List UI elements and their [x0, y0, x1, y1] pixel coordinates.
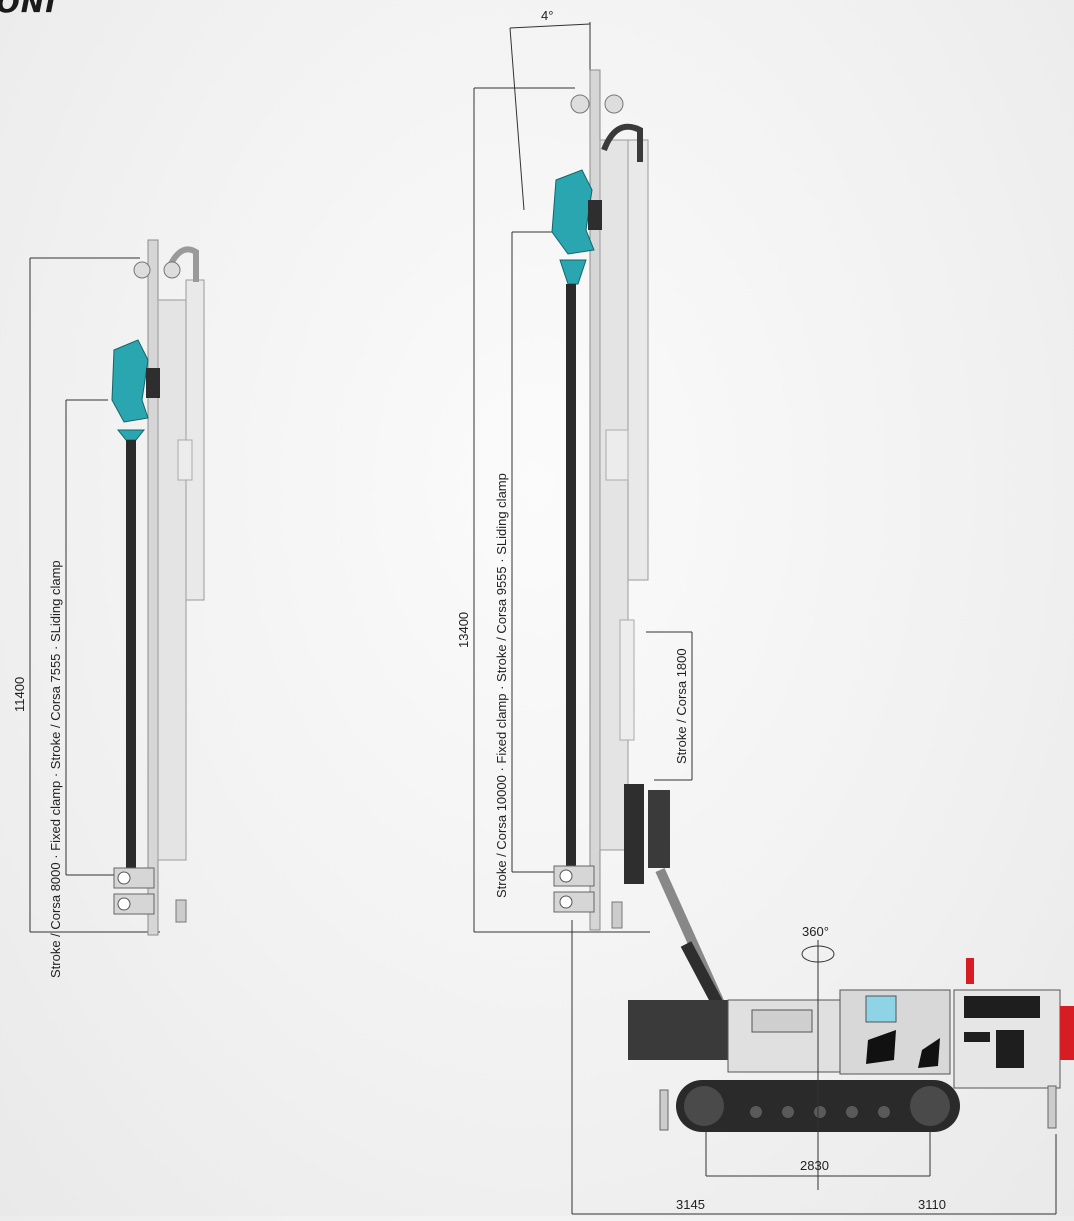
right-height-label: 13400 [456, 612, 471, 648]
boom-base [628, 1000, 728, 1060]
right-clamp-block [588, 200, 602, 230]
left-mast-rail [147, 239, 159, 936]
left-clamp-bolt-2 [117, 897, 131, 911]
left-stroke-label: Stroke / Corsa 8000 · Fixed clamp · Stro… [48, 560, 63, 978]
tilt-line [509, 27, 525, 211]
left-mast-body [157, 299, 187, 861]
right-clamp-bolt-1 [559, 869, 573, 883]
left-head-flange [116, 429, 146, 441]
right-drill-rod [566, 284, 576, 870]
right-mast-rail [589, 69, 601, 931]
cab-rear-opening [918, 1038, 940, 1068]
counterweight-grille-side [996, 1030, 1024, 1068]
track-rollers [750, 1106, 890, 1118]
left-mast-detail [177, 439, 193, 481]
right-foot [611, 901, 623, 929]
track-idler-front [684, 1086, 724, 1126]
counterweight-vent [964, 1032, 990, 1042]
tilt-arc [509, 23, 591, 29]
right-rotary-head [551, 169, 595, 255]
right-stroke-label: Stroke / Corsa 10000 · Fixed clamp · Str… [494, 473, 509, 898]
page-title: ONI [0, 0, 57, 19]
left-top-pulley-1 [133, 261, 151, 279]
left-rotary-head [111, 339, 149, 423]
cab-window [865, 995, 897, 1023]
track-sprocket-rear [910, 1086, 950, 1126]
right-top-pulley-1 [570, 94, 590, 114]
right-upper-frame [627, 139, 649, 581]
rotation-label: 360° [802, 924, 829, 939]
counterweight-grille-top [964, 996, 1040, 1018]
right-mast-detail [605, 429, 629, 481]
mast-support-block [648, 790, 670, 868]
right-mast-body [599, 139, 629, 851]
right-hose-loop [601, 123, 643, 162]
right-head-flange [559, 259, 587, 285]
rear-outrigger [1047, 1085, 1057, 1129]
left-drill-rod [126, 440, 136, 870]
right-lower-guide [619, 619, 635, 741]
right-top-pulley-2 [604, 94, 624, 114]
beacon-light [966, 958, 974, 984]
right-clamp-bolt-2 [559, 895, 573, 909]
front-reach-label: 3145 [676, 1197, 705, 1212]
right-rig: 13400 4° Stroke / Corsa 10000 · Fixed cl… [456, 8, 1074, 1215]
track-length-label: 2830 [800, 1158, 829, 1173]
left-top-pulley-2 [163, 261, 181, 279]
left-rig: 11400 Stroke / Corsa 8000 · Fixed clamp … [12, 239, 205, 978]
left-foot [175, 899, 187, 923]
cab-side-opening [866, 1030, 896, 1064]
engine-panel [751, 1009, 813, 1033]
rear-length-label: 3110 [918, 1197, 946, 1212]
rear-red-light [1060, 1006, 1074, 1060]
front-outrigger [659, 1089, 669, 1131]
tilt-label: 4° [541, 8, 553, 23]
mast-cylinder [624, 784, 644, 884]
left-height-label: 11400 [12, 677, 27, 712]
left-clamp-block [146, 368, 160, 398]
left-clamp-bolt-1 [117, 871, 131, 885]
aux-stroke-label: Stroke / Corsa 1800 [674, 648, 689, 764]
